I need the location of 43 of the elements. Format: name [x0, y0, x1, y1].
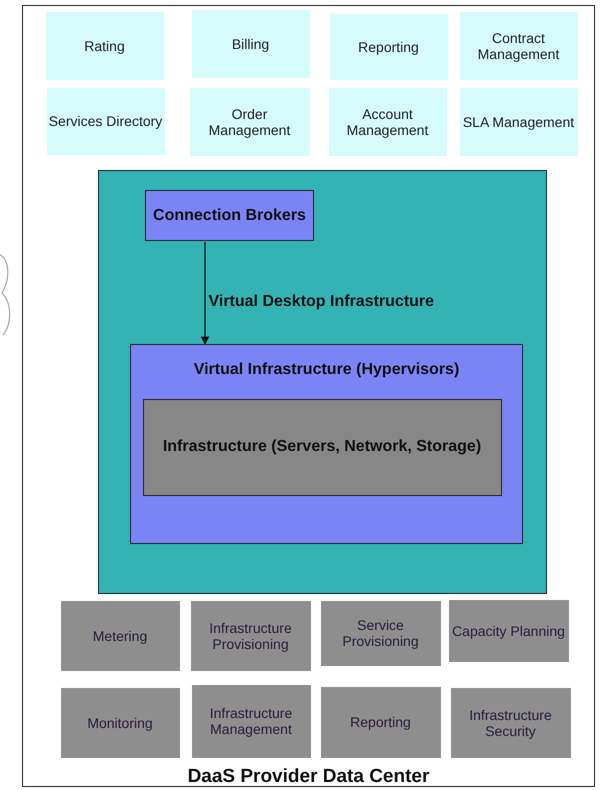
infrastructure-box — [142, 398, 502, 496]
service-label: Reporting — [350, 714, 411, 730]
arrow — [200, 242, 210, 345]
service-box — [460, 12, 578, 80]
service-box — [330, 14, 448, 80]
box-label: Connection Brokers — [153, 206, 306, 224]
panel-title: Virtual Infrastructure (Hypervisors) — [192, 361, 460, 379]
service-label: Billing — [232, 36, 270, 52]
service-label: Metering — [92, 628, 148, 644]
vdi-panel — [98, 170, 546, 594]
service-box — [460, 88, 578, 156]
management-box — [190, 600, 310, 670]
management-box — [320, 600, 440, 666]
management-box — [448, 600, 568, 662]
management-box — [450, 688, 570, 758]
service-label: Monitoring — [87, 714, 153, 730]
service-label: Reporting — [358, 38, 419, 54]
frame-title: DaaS Provider Data Center — [186, 766, 430, 788]
service-box — [190, 88, 310, 156]
service-box — [328, 88, 446, 156]
service-label: Infrastructure Provisioning — [208, 620, 293, 652]
management-box — [192, 684, 310, 758]
service-label: Infrastructure Security — [468, 706, 553, 738]
service-label: Service Provisioning — [341, 617, 420, 649]
service-label: Rating — [84, 38, 125, 54]
service-label: Contract Management — [476, 30, 560, 62]
service-box — [192, 10, 310, 78]
data-center-frame — [22, 5, 595, 787]
broker-box — [145, 190, 314, 241]
management-box — [60, 600, 180, 670]
service-label: Order Management — [208, 106, 292, 138]
service-label: Account Management — [346, 106, 430, 138]
box-label: Infrastructure (Servers, Network, Storage) — [162, 438, 482, 456]
panel-title: Virtual Desktop Infrastructure — [208, 292, 436, 310]
service-label: Infrastructure Management — [208, 705, 294, 737]
service-label: Capacity Planning — [452, 622, 565, 638]
service-label: SLA Management — [462, 114, 574, 130]
management-box — [320, 686, 440, 758]
management-box — [60, 688, 180, 758]
hypervisor-panel — [130, 344, 523, 544]
service-box — [46, 12, 164, 80]
service-label: Services Directory — [48, 113, 162, 129]
service-box — [46, 88, 164, 154]
